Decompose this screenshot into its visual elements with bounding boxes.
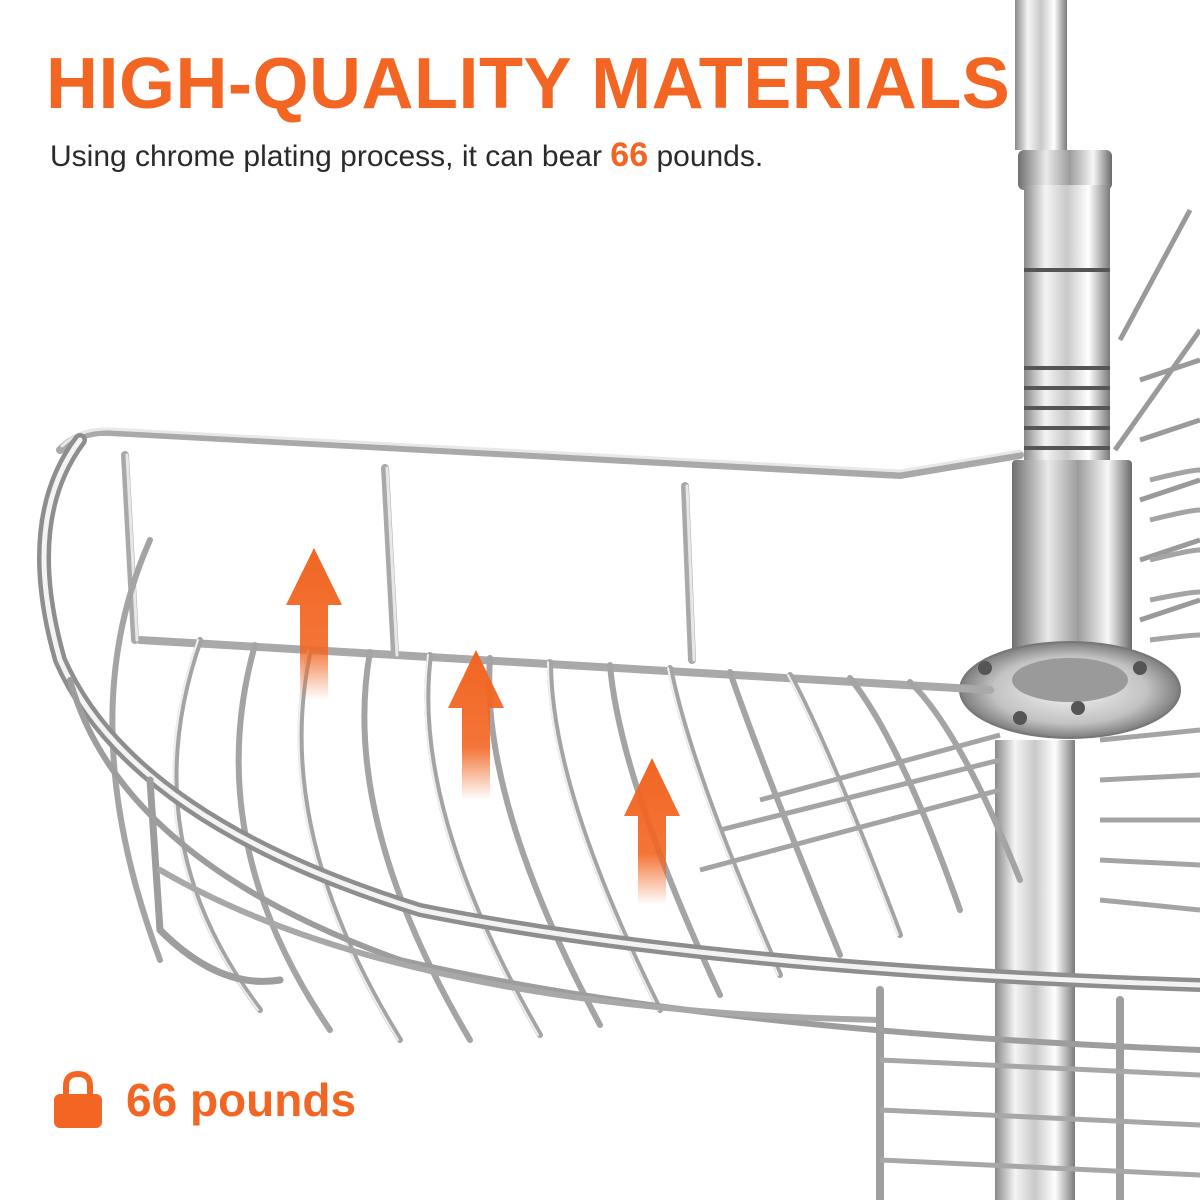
- pole-sleeve: [1012, 460, 1132, 680]
- pole-segment: [1024, 185, 1110, 465]
- weight-capacity-badge: 66 pounds: [52, 1070, 356, 1130]
- upper-right-shelf: [1112, 208, 1200, 623]
- subheadline: Using chrome plating process, it can bea…: [50, 138, 763, 172]
- pole-joint: [1018, 150, 1112, 190]
- subheadline-text-before: Using chrome plating process, it can bea…: [50, 140, 611, 173]
- basket-front-rim: [37, 433, 1200, 1053]
- basket-legs: [876, 986, 1124, 1200]
- headline: HIGH-QUALITY MATERIALS: [46, 44, 1011, 124]
- upper-pole: [1015, 0, 1067, 150]
- up-arrow-icon: [286, 548, 342, 700]
- padlock-icon: [54, 1070, 102, 1128]
- basket-back-frame: [56, 427, 1024, 694]
- up-arrow-icon: [624, 758, 680, 905]
- pole-rings: [1024, 268, 1110, 450]
- weight-capacity-label: 66 pounds: [126, 1074, 357, 1126]
- subheadline-number: 66: [610, 136, 649, 174]
- up-arrow-icon: [448, 650, 504, 800]
- subheadline-text-after: pounds.: [648, 140, 764, 173]
